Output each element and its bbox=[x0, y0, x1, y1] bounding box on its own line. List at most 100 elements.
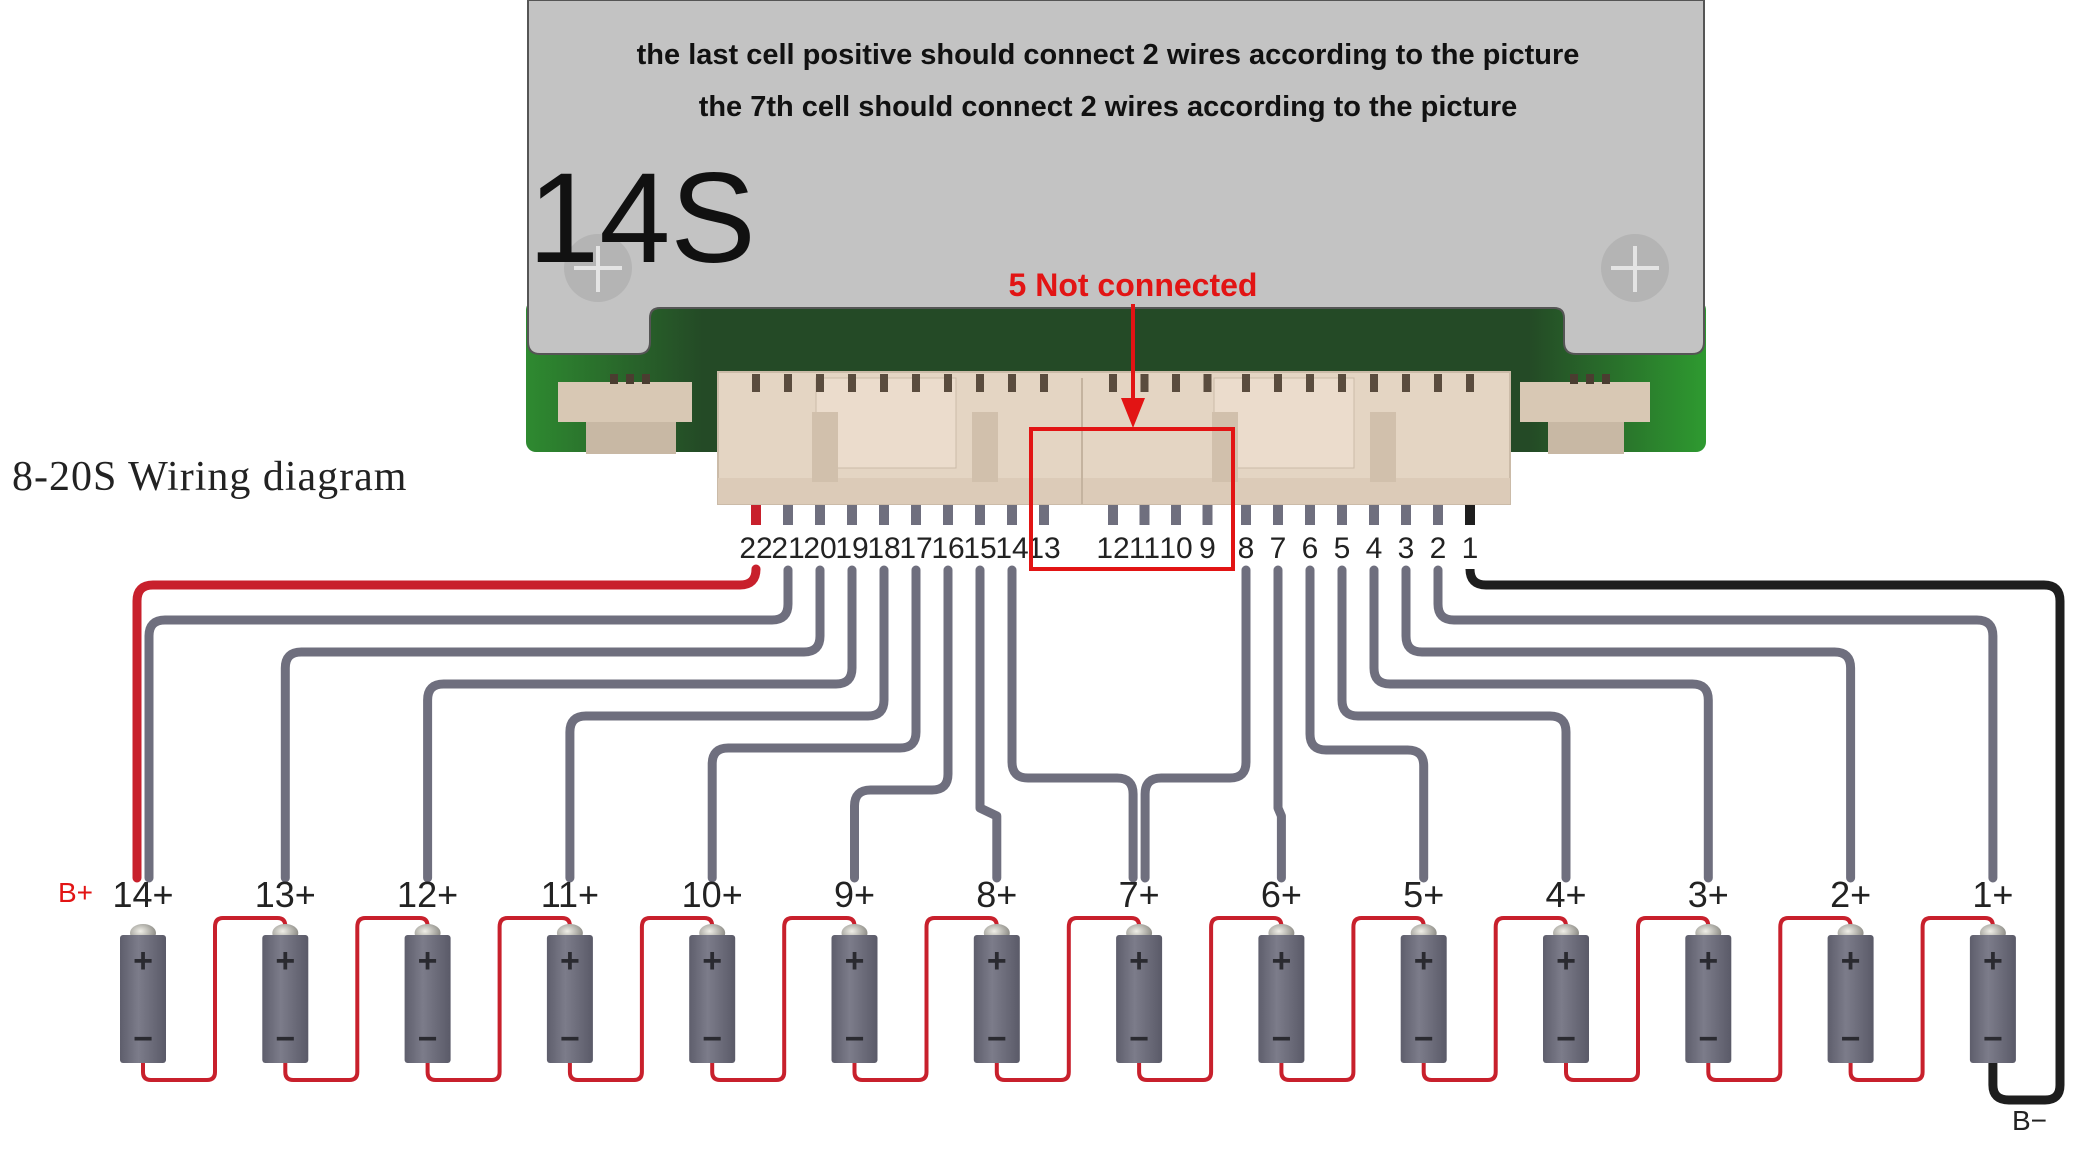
minus-sign: − bbox=[987, 1020, 1007, 1058]
connector-slot bbox=[1434, 374, 1442, 392]
cell-label: 2+ bbox=[1830, 874, 1871, 915]
cell-label: 12+ bbox=[397, 874, 458, 915]
cell-7: 7++− bbox=[1116, 874, 1163, 1063]
pin-label-7: 7 bbox=[1270, 532, 1287, 565]
cell-10: 10++− bbox=[682, 874, 743, 1063]
pin-stub-21 bbox=[783, 505, 793, 525]
pin-label-3: 3 bbox=[1398, 532, 1415, 565]
not-connected-label: 5 Not connected bbox=[1009, 267, 1258, 303]
connector-slot bbox=[1274, 374, 1282, 392]
connector-slot bbox=[1008, 374, 1016, 392]
minus-sign: − bbox=[1414, 1020, 1434, 1058]
minus-sign: − bbox=[1841, 1020, 1861, 1058]
pin-label-17: 17 bbox=[899, 532, 932, 565]
wire-pin-15 bbox=[975, 565, 1002, 883]
pin-stub-20 bbox=[815, 505, 825, 525]
cell-body bbox=[1258, 935, 1305, 1063]
cell-3: 3+ + − bbox=[1685, 874, 1732, 1063]
cell-13: 13++− bbox=[255, 874, 316, 1063]
cell-5: 5++− bbox=[1400, 874, 1447, 1063]
connector-slot bbox=[816, 374, 824, 392]
series-link bbox=[141, 916, 288, 1082]
wire-pin-1 bbox=[1465, 565, 2065, 1105]
plus-sign: + bbox=[1698, 942, 1718, 980]
cell-14: 14++− bbox=[112, 874, 174, 1063]
pin-stub-11 bbox=[1139, 505, 1150, 525]
plus-sign: + bbox=[133, 942, 153, 980]
cell-label: 5+ bbox=[1403, 874, 1444, 915]
minus-sign: − bbox=[702, 1020, 722, 1058]
note-last-cell: the last cell positive should connect 2 … bbox=[637, 39, 1580, 71]
pin-stub-7 bbox=[1273, 505, 1283, 525]
pin-label-1: 1 bbox=[1462, 532, 1479, 565]
connector-slot bbox=[1466, 374, 1474, 392]
minus-sign: − bbox=[1556, 1020, 1576, 1058]
minus-sign: − bbox=[560, 1020, 580, 1058]
pin-stub-22 bbox=[751, 505, 761, 525]
pin-stub-14 bbox=[1007, 505, 1017, 525]
pin-stub-5 bbox=[1337, 505, 1347, 525]
connector-slot bbox=[1109, 374, 1117, 392]
cell-body bbox=[689, 935, 736, 1063]
wires bbox=[132, 564, 2065, 1105]
connector-slot bbox=[784, 374, 792, 392]
pin-stub-18 bbox=[879, 505, 889, 525]
bms-board: the last cell positive should connect 2 … bbox=[526, 0, 1706, 505]
minus-sign: − bbox=[133, 1020, 153, 1058]
plus-sign: + bbox=[1129, 942, 1149, 980]
plus-sign: + bbox=[418, 942, 438, 980]
wire-pin-5 bbox=[1337, 565, 1571, 883]
b-minus-label: B− bbox=[2012, 1105, 2047, 1136]
pin-label-22: 22 bbox=[739, 532, 772, 565]
pin-label-9: 9 bbox=[1199, 532, 1216, 565]
battery-cells: 14++−13++−12++−11++−10++−9++−8++−7++−6++… bbox=[112, 874, 2016, 1082]
side-connector-left bbox=[558, 374, 692, 454]
series-link bbox=[852, 916, 999, 1082]
series-link bbox=[567, 916, 715, 1082]
pin-stub-12 bbox=[1108, 505, 1118, 525]
pin-label-5: 5 bbox=[1334, 532, 1351, 565]
screw-left bbox=[564, 234, 632, 302]
plus-sign: + bbox=[275, 942, 295, 980]
board-model: 14S bbox=[528, 147, 756, 290]
cell-body bbox=[404, 935, 451, 1063]
cell-body bbox=[262, 935, 309, 1063]
connector-slot bbox=[1140, 374, 1149, 392]
connector-slot bbox=[1370, 374, 1378, 392]
cell-body bbox=[831, 935, 878, 1063]
plus-sign: + bbox=[1983, 942, 2003, 980]
connector-slot bbox=[1040, 374, 1048, 392]
series-link bbox=[1564, 916, 1711, 1082]
pin-label-8: 8 bbox=[1238, 532, 1255, 565]
wire-pin-18 bbox=[565, 565, 889, 883]
pin-stub-16 bbox=[943, 505, 953, 525]
connector-slot bbox=[752, 374, 760, 392]
plus-sign: + bbox=[1841, 942, 1861, 980]
minus-sign: − bbox=[1698, 1020, 1718, 1058]
series-link bbox=[1279, 916, 1426, 1082]
plus-sign: + bbox=[987, 942, 1007, 980]
cell-1: 1++− bbox=[1969, 874, 2016, 1063]
pin-label-10: 10 bbox=[1159, 532, 1192, 565]
series-link bbox=[1706, 916, 1853, 1082]
connector-slot bbox=[1172, 374, 1180, 392]
pin-stub-1 bbox=[1465, 505, 1475, 525]
connector-slot bbox=[976, 374, 984, 392]
connector-slot bbox=[1203, 374, 1212, 392]
cell-label: 3+ bbox=[1688, 874, 1729, 915]
connector-slots bbox=[752, 374, 1474, 392]
cell-11: 11++− bbox=[541, 874, 599, 1063]
plus-sign: + bbox=[560, 942, 580, 980]
pin-label-19: 19 bbox=[835, 532, 868, 565]
cell-body bbox=[1116, 935, 1163, 1063]
wire-pin-17 bbox=[707, 565, 921, 883]
cell-4: 4++− bbox=[1543, 874, 1589, 1063]
connector-slot bbox=[1338, 374, 1346, 392]
b-plus-label: B+ bbox=[58, 877, 93, 908]
connector-slot bbox=[1242, 374, 1250, 392]
wire-pin-2 bbox=[1433, 565, 1998, 883]
not-connected-box bbox=[1029, 427, 1235, 571]
cell-body bbox=[546, 935, 593, 1063]
wire-pin-3 bbox=[1401, 565, 1856, 883]
